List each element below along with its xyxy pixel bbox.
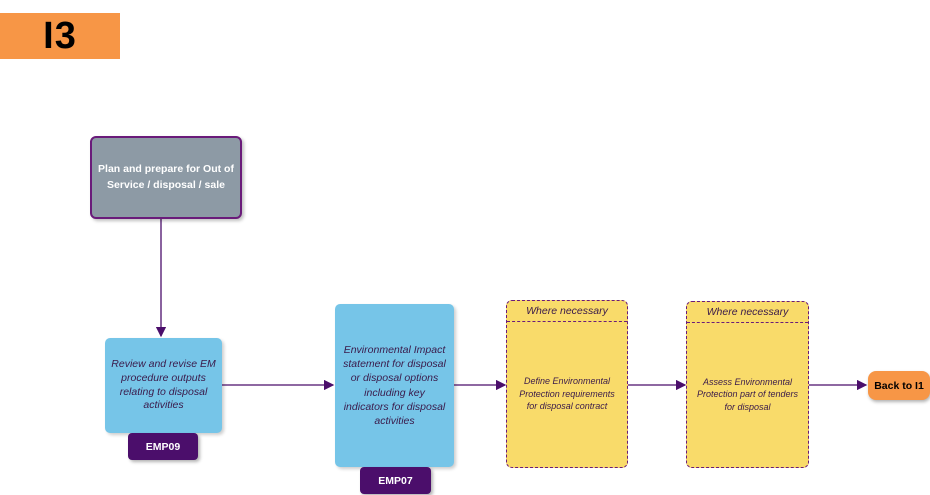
emp07-tag[interactable]: EMP07 — [360, 467, 431, 494]
back-to-i1-button[interactable]: Back to I1 — [868, 371, 930, 400]
review-procedure-node[interactable]: Review and revise EM procedure outputs r… — [105, 338, 222, 433]
define-requirements-node[interactable]: Where necessary Define Environmental Pro… — [506, 300, 628, 468]
define-condition-header: Where necessary — [507, 301, 627, 322]
assess-condition-header: Where necessary — [687, 302, 808, 323]
define-requirements-label: Define Environmental Protection requirem… — [519, 376, 615, 412]
page-id-badge: I3 — [0, 13, 120, 59]
env-impact-node[interactable]: Environmental Impact statement for dispo… — [335, 304, 454, 467]
assess-tenders-node[interactable]: Where necessary Assess Environmental Pro… — [686, 301, 809, 468]
plan-disposal-label: Plan and prepare for Out of Service / di… — [98, 163, 234, 191]
review-procedure-label: Review and revise EM procedure outputs r… — [111, 358, 216, 412]
plan-disposal-node[interactable]: Plan and prepare for Out of Service / di… — [90, 136, 242, 219]
env-impact-label: Environmental Impact statement for dispo… — [343, 343, 446, 427]
assess-tenders-label: Assess Environmental Protection part of … — [696, 376, 799, 412]
emp09-tag[interactable]: EMP09 — [128, 433, 198, 460]
